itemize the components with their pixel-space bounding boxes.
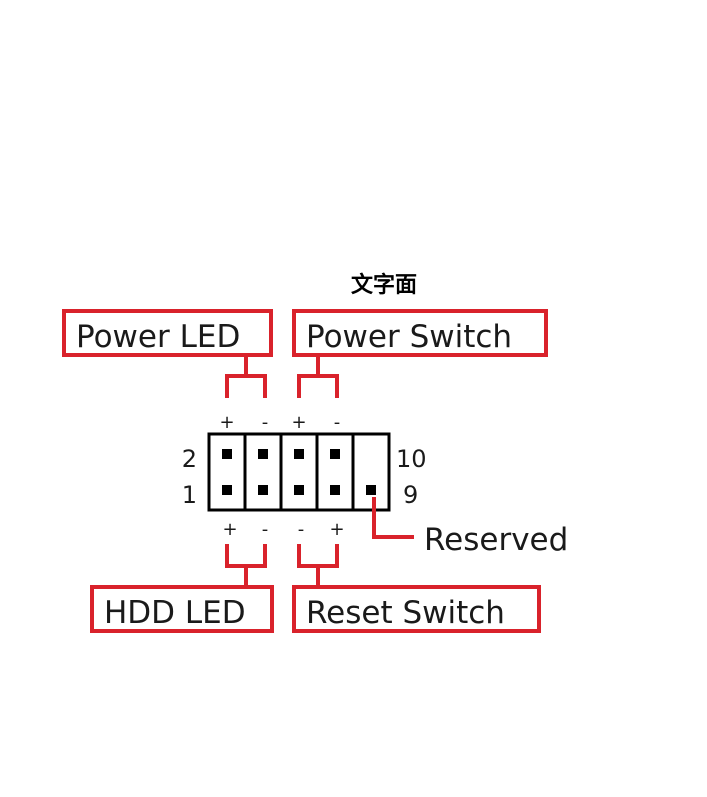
polarity-bottom-3: - [298,519,305,540]
pin-1 [222,485,232,495]
polarity-top-1: + [219,412,234,433]
reserved-label: Reserved [424,522,568,558]
pin-number-9: 9 [403,481,418,509]
power-switch-bracket [297,357,339,398]
hdd-led-bracket [225,544,267,585]
pin-header [207,432,391,512]
caption: 文字面 [351,272,417,298]
pin-9 [366,485,376,495]
polarity-top-2: - [262,412,269,433]
power-led-bracket [225,357,267,398]
power-led-label-box: Power LED [62,309,273,357]
pin-number-10: 10 [396,445,427,473]
pin-4 [258,449,268,459]
polarity-bottom-2: - [262,519,269,540]
polarity-bottom-4: + [329,519,344,540]
power-switch-label: Power Switch [306,319,512,355]
pin-2 [222,449,232,459]
pin-5 [294,485,304,495]
reset-switch-label: Reset Switch [306,595,505,631]
polarity-bottom-1: + [222,519,237,540]
power-switch-label-box: Power Switch [292,309,548,357]
hdd-led-label-box: HDD LED [90,585,274,633]
power-led-label: Power LED [76,319,240,355]
pin-6 [294,449,304,459]
reserved-leader [372,497,414,539]
pin-number-2: 2 [182,445,197,473]
hdd-led-label: HDD LED [104,595,246,631]
reset-switch-label-box: Reset Switch [292,585,541,633]
polarity-top-4: - [334,412,341,433]
pin-number-1: 1 [182,481,197,509]
polarity-top-3: + [291,412,306,433]
pin-7 [330,485,340,495]
reset-switch-bracket [297,544,339,585]
pin-3 [258,485,268,495]
pin-8 [330,449,340,459]
